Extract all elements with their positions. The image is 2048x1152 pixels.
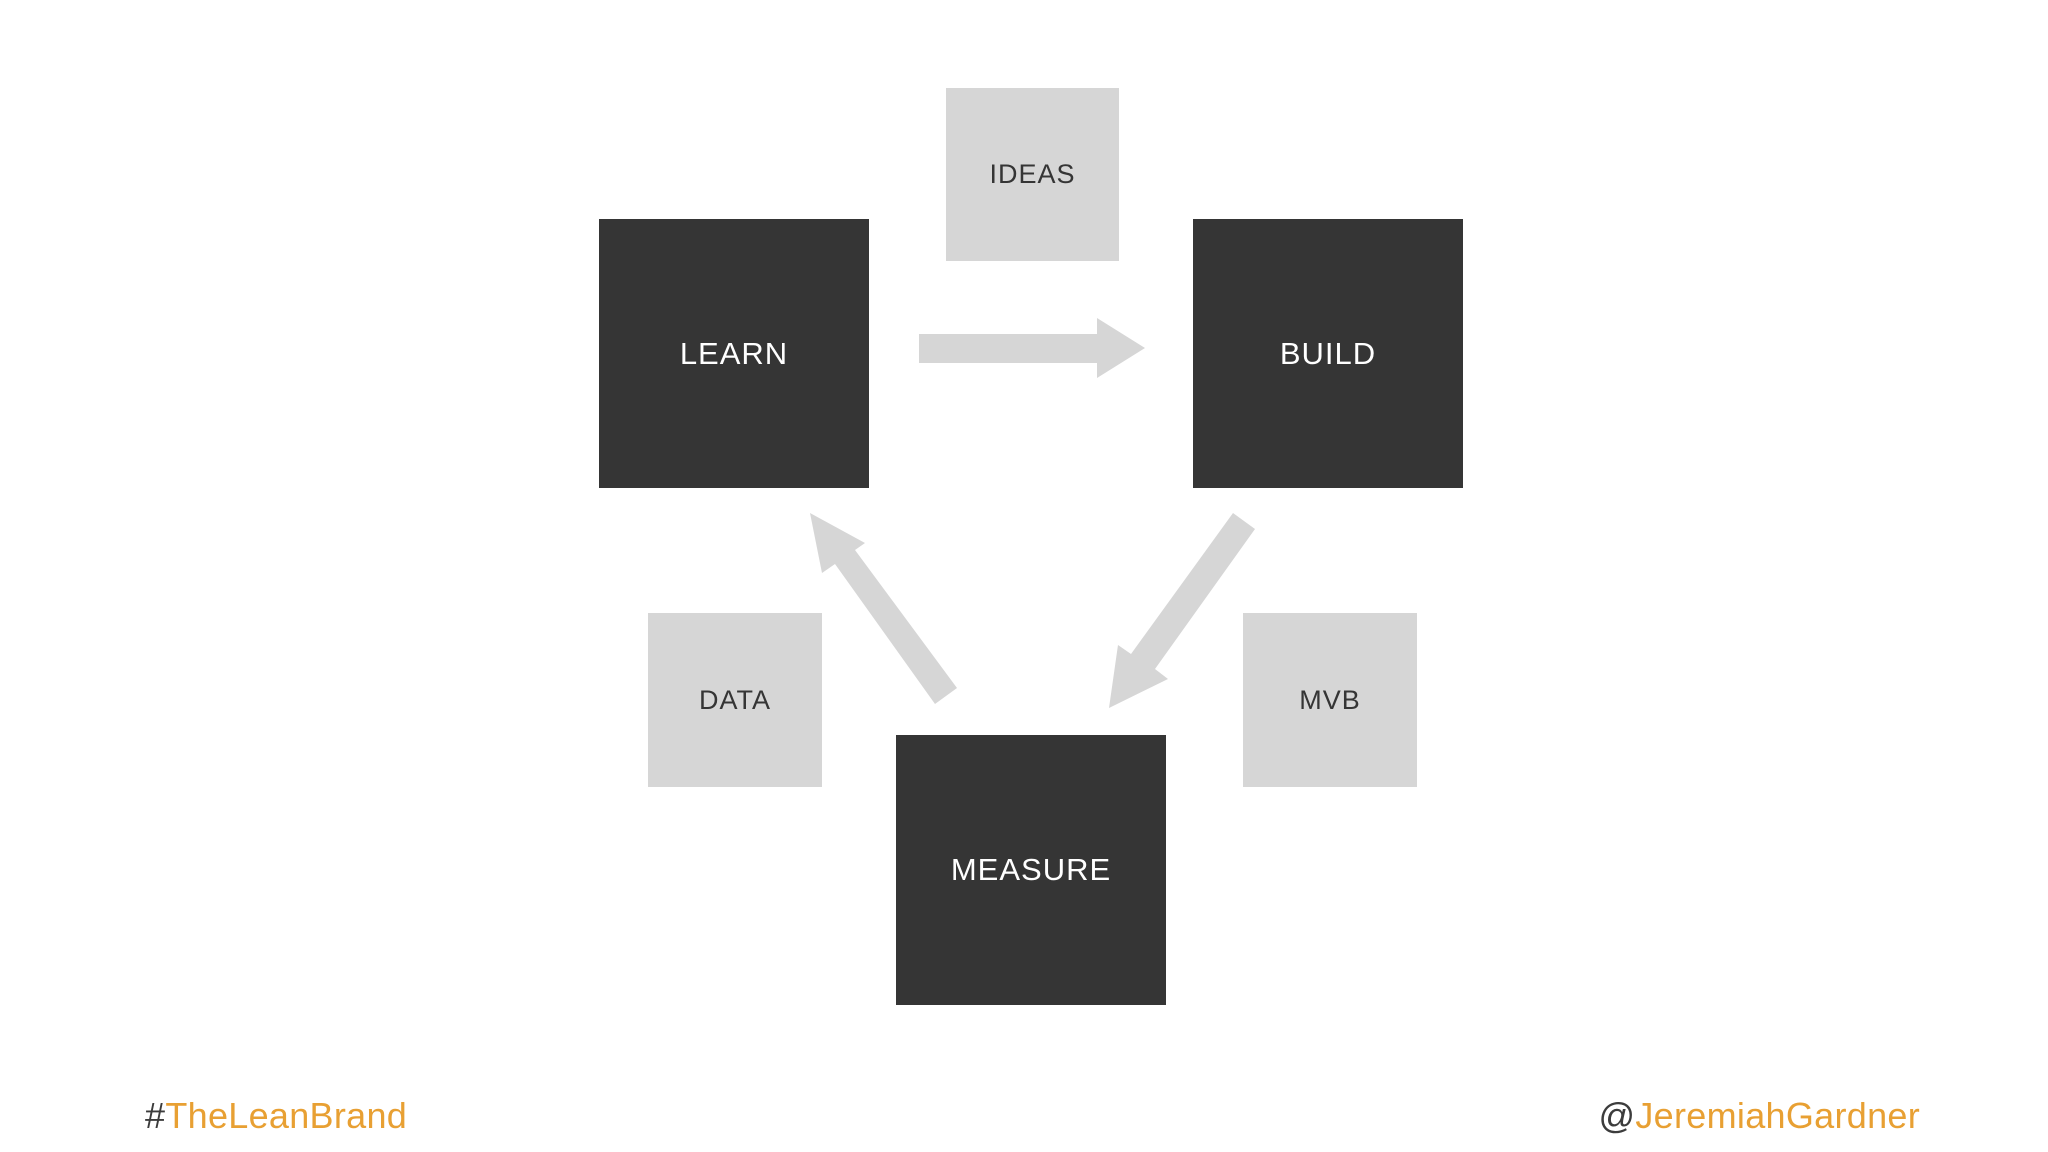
ideas-box: IDEAS	[946, 88, 1119, 261]
handle-text: JeremiahGardner	[1635, 1095, 1920, 1136]
hashtag-symbol: #	[145, 1095, 166, 1136]
arrow-measure-to-learn	[810, 513, 957, 704]
mvb-label: MVB	[1299, 684, 1361, 715]
build-label: BUILD	[1279, 335, 1377, 371]
learn-label: LEARN	[679, 335, 789, 371]
hashtag-text: TheLeanBrand	[165, 1095, 408, 1136]
measure-label: MEASURE	[950, 852, 1112, 887]
learn-box: LEARN	[599, 219, 869, 488]
mvb-box: MVB	[1243, 613, 1417, 787]
arrow-build-to-measure	[1109, 513, 1255, 708]
data-label: DATA	[698, 684, 771, 715]
footer-hashtag: #TheLeanBrand	[145, 1095, 407, 1137]
ideas-label: IDEAS	[989, 159, 1076, 189]
footer-handle: @JeremiahGardner	[1599, 1095, 1920, 1137]
arrow-learn-to-build	[919, 318, 1145, 378]
handle-symbol: @	[1598, 1095, 1636, 1136]
build-box: BUILD	[1193, 219, 1463, 488]
measure-box: MEASURE	[896, 735, 1166, 1005]
data-box: DATA	[648, 613, 822, 787]
